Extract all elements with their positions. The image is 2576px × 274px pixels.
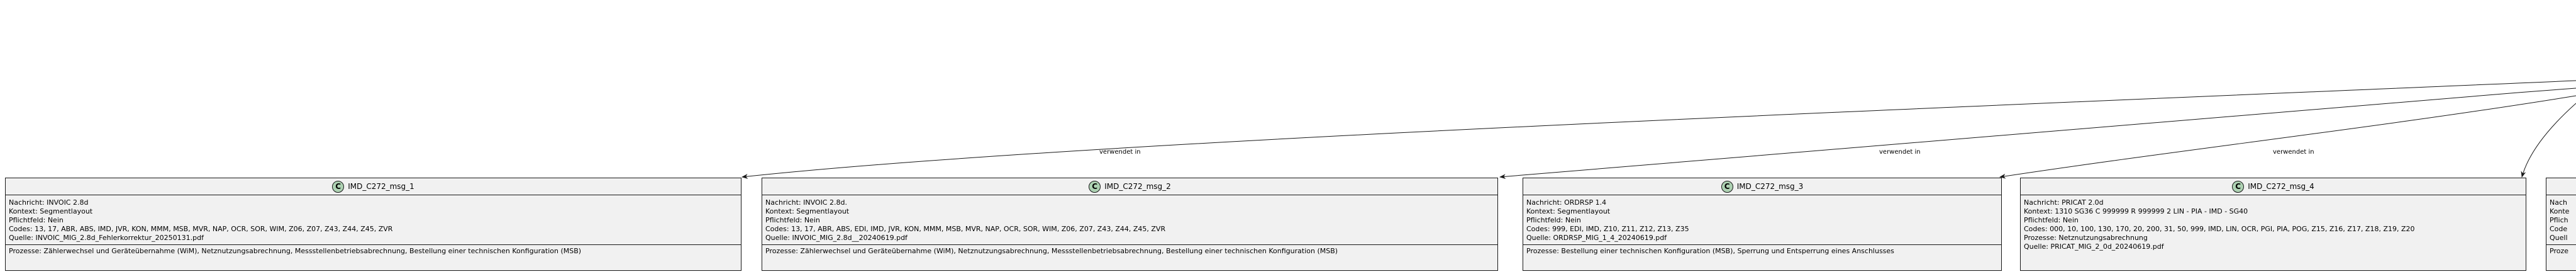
class-name: IMD_C272_msg_4 — [2248, 182, 2314, 191]
class-attributes: Nachricht: PRICAT 2.0d Kontext: 1310 SG3… — [2021, 195, 2526, 253]
attr-nachricht: Nach — [2550, 198, 2567, 207]
class-prozesse: Proze — [2550, 247, 2568, 255]
class-attributes: Nachricht: INVOIC 2.8d. Kontext: Segment… — [762, 195, 1497, 245]
attr-kontext: Kontext: 1310 SG36 C 999999 R 999999 2 L… — [2024, 207, 2248, 215]
attr-codes: Codes: 13, 17, ABR, ABS, EDI, IMD, JVR, … — [765, 225, 1166, 233]
class-prozesse: Prozesse: Zählerwechsel und Geräteüberna… — [9, 247, 582, 255]
attr-prozesse: Prozesse: Netznutzungsabrechnung — [2024, 234, 2148, 242]
attr-pflichtfeld: Pflichtfeld: Nein — [2024, 216, 2079, 224]
attr-kontext: Konte — [2550, 207, 2570, 215]
class-box-imd-c272-msg-4[interactable]: C IMD_C272_msg_4 Nachricht: PRICAT 2.0d … — [2020, 178, 2526, 271]
attr-codes: Codes: 999, EDI, IMD, Z10, Z11, Z12, Z13… — [1526, 225, 1689, 233]
class-attributes: Nachricht: ORDRSP 1.4 Kontext: Segmentla… — [1523, 195, 2001, 245]
attr-quelle: Quell — [2550, 234, 2568, 242]
attr-quelle: Quelle: ORDRSP_MIG_1_4_20240619.pdf — [1526, 234, 1667, 242]
class-header: C IMD_C272_msg_3 — [1523, 178, 2001, 195]
attr-pflichtfeld: Pflichtfeld: Nein — [1526, 216, 1581, 224]
edge-label-1: verwendet in — [1099, 149, 1141, 156]
attr-nachricht: Nachricht: INVOIC 2.8d. — [765, 198, 847, 207]
attr-codes: Code — [2550, 225, 2568, 233]
attr-quelle: Quelle: PRICAT_MIG_2_0d_20240619.pdf — [2024, 243, 2164, 251]
class-prozesse: Prozesse: Zählerwechsel und Geräteüberna… — [765, 247, 1338, 255]
class-c-icon: C — [2232, 180, 2245, 193]
attr-pflichtfeld: Pflichtfeld: Nein — [765, 216, 820, 224]
edge-verwendet-in-1 — [741, 80, 2576, 180]
edge-label-2: verwendet in — [1879, 149, 1921, 156]
class-header: C IMD_C272_msg_4 — [2021, 178, 2526, 195]
edge-label-3: verwendet in — [2273, 149, 2314, 156]
class-box-imd-c272-msg-3[interactable]: C IMD_C272_msg_3 Nachricht: ORDRSP 1.4 K… — [1523, 178, 2002, 271]
class-name: IMD_C272_msg_2 — [1104, 182, 1171, 191]
class-c-icon: C — [332, 180, 345, 193]
attr-quelle: Quelle: INVOIC_MIG_2.8d__20240619.pdf — [765, 234, 908, 242]
class-attributes: Nachricht: INVOIC 2.8d Kontext: Segmentl… — [6, 195, 741, 245]
class-attributes: Nach Konte Pflich Code Quell — [2546, 195, 2576, 245]
attr-nachricht: Nachricht: ORDRSP 1.4 — [1526, 198, 1607, 207]
attr-codes: Codes: 000, 10, 100, 130, 170, 20, 200, … — [2024, 225, 2415, 233]
attr-kontext: Kontext: Segmentlayout — [1526, 207, 1611, 215]
attr-kontext: Kontext: Segmentlayout — [9, 207, 93, 215]
class-box-partial[interactable]: Nach Konte Pflich Code Quell Proze — [2546, 178, 2576, 271]
attr-nachricht: Nachricht: PRICAT 2.0d — [2024, 198, 2104, 207]
class-prozesse: Prozesse: Bestellung einer technischen K… — [1526, 247, 1894, 255]
attr-quelle: Quelle: INVOIC_MIG_2.8d_Fehlerkorrektur_… — [9, 234, 204, 242]
class-header: C IMD_C272_msg_1 — [6, 178, 741, 195]
class-box-imd-c272-msg-2[interactable]: C IMD_C272_msg_2 Nachricht: INVOIC 2.8d.… — [762, 178, 1498, 271]
edge-verwendet-in-2 — [1499, 88, 2576, 180]
attr-pflichtfeld: Pflichtfeld: Nein — [9, 216, 64, 224]
class-name: IMD_C272_msg_3 — [1736, 182, 1804, 191]
class-box-imd-c272-msg-1[interactable]: C IMD_C272_msg_1 Nachricht: INVOIC 2.8d … — [5, 178, 741, 271]
attr-codes: Codes: 13, 17, ABR, ABS, IMD, JVR, KON, … — [9, 225, 393, 233]
class-name: IMD_C272_msg_1 — [348, 182, 414, 191]
class-header — [2546, 178, 2576, 195]
edge-verwendet-in-4 — [2521, 103, 2576, 178]
attr-kontext: Kontext: Segmentlayout — [765, 207, 850, 215]
attr-nachricht: Nachricht: INVOIC 2.8d — [9, 198, 89, 207]
class-c-icon: C — [1721, 180, 1733, 193]
class-header: C IMD_C272_msg_2 — [762, 178, 1497, 195]
attr-pflichtfeld: Pflich — [2550, 216, 2568, 224]
class-c-icon: C — [1089, 180, 1101, 193]
edge-verwendet-in-3 — [1999, 95, 2576, 179]
